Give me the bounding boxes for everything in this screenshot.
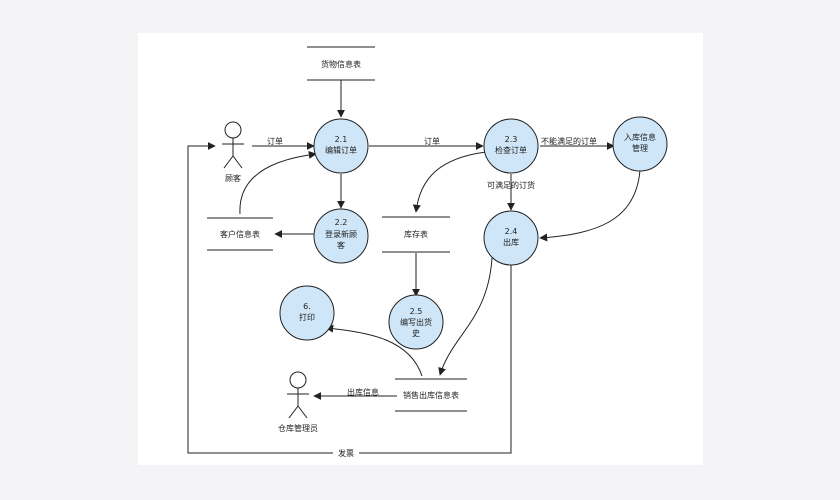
flow-outbound-to-sales	[438, 257, 493, 376]
flow-label-outbound-info: 出库信息	[347, 387, 379, 397]
process-2-3-num: 2.3	[505, 135, 518, 144]
store-customer-label: 客户信息表	[220, 229, 260, 239]
process-2-4-num: 2.4	[505, 227, 518, 236]
invoice-label-bg	[333, 446, 359, 460]
process-2-4-label: 出库	[503, 237, 519, 247]
process-inbound-mgmt	[612, 116, 668, 172]
flow-label-order-1: 订单	[267, 136, 283, 146]
store-inventory-label: 库存表	[404, 229, 428, 239]
flow-label-order-2: 订单	[424, 136, 440, 146]
flow-customer-store-to-edit	[239, 150, 317, 215]
actor-customer-icon	[222, 121, 244, 169]
process-inbound-label-1: 入库信息	[624, 132, 656, 142]
actor-customer-label: 顾客	[225, 173, 241, 183]
process-2-2	[313, 208, 369, 264]
flow-inbound-to-outbound	[539, 169, 641, 242]
process-2-1	[313, 118, 369, 174]
flow-label-satisfiable: 可满足的订货	[487, 180, 535, 190]
store-goods	[307, 46, 375, 81]
store-inventory	[382, 216, 450, 253]
process-2-5-label-1: 编写出货	[400, 317, 432, 327]
process-2-3-label: 检查订单	[495, 145, 527, 155]
process-6-num: 6.	[303, 302, 311, 311]
process-6	[279, 285, 335, 341]
process-2-5	[388, 294, 444, 350]
store-sales	[395, 378, 467, 412]
process-2-2-label-1: 登录新顾	[325, 229, 357, 239]
diagram-canvas	[138, 33, 703, 465]
actor-warehouse-label: 仓库管理员	[278, 423, 318, 433]
process-2-5-num: 2.5	[410, 307, 423, 316]
process-2-2-num: 2.2	[335, 218, 348, 227]
flow-label-unsatisfied: 不能满足的订单	[541, 136, 597, 146]
process-2-1-label: 编辑订单	[325, 145, 357, 155]
store-sales-label: 销售出库信息表	[403, 390, 459, 400]
process-inbound-label-2: 管理	[632, 143, 648, 153]
store-customer	[207, 217, 273, 251]
process-2-3	[483, 118, 539, 174]
process-2-4	[483, 210, 539, 266]
process-2-1-num: 2.1	[335, 135, 348, 144]
flow-invoice	[187, 142, 512, 454]
process-2-2-label-2: 客	[337, 240, 345, 250]
flow-label-invoice: 发票	[338, 448, 354, 458]
flow-check-to-inventory	[412, 151, 487, 213]
flow-sales-to-print	[325, 324, 423, 377]
process-2-5-label-2: 史	[412, 328, 420, 338]
actor-warehouse-icon	[287, 371, 309, 419]
store-goods-label: 货物信息表	[321, 59, 361, 69]
process-6-label: 打印	[299, 312, 315, 322]
